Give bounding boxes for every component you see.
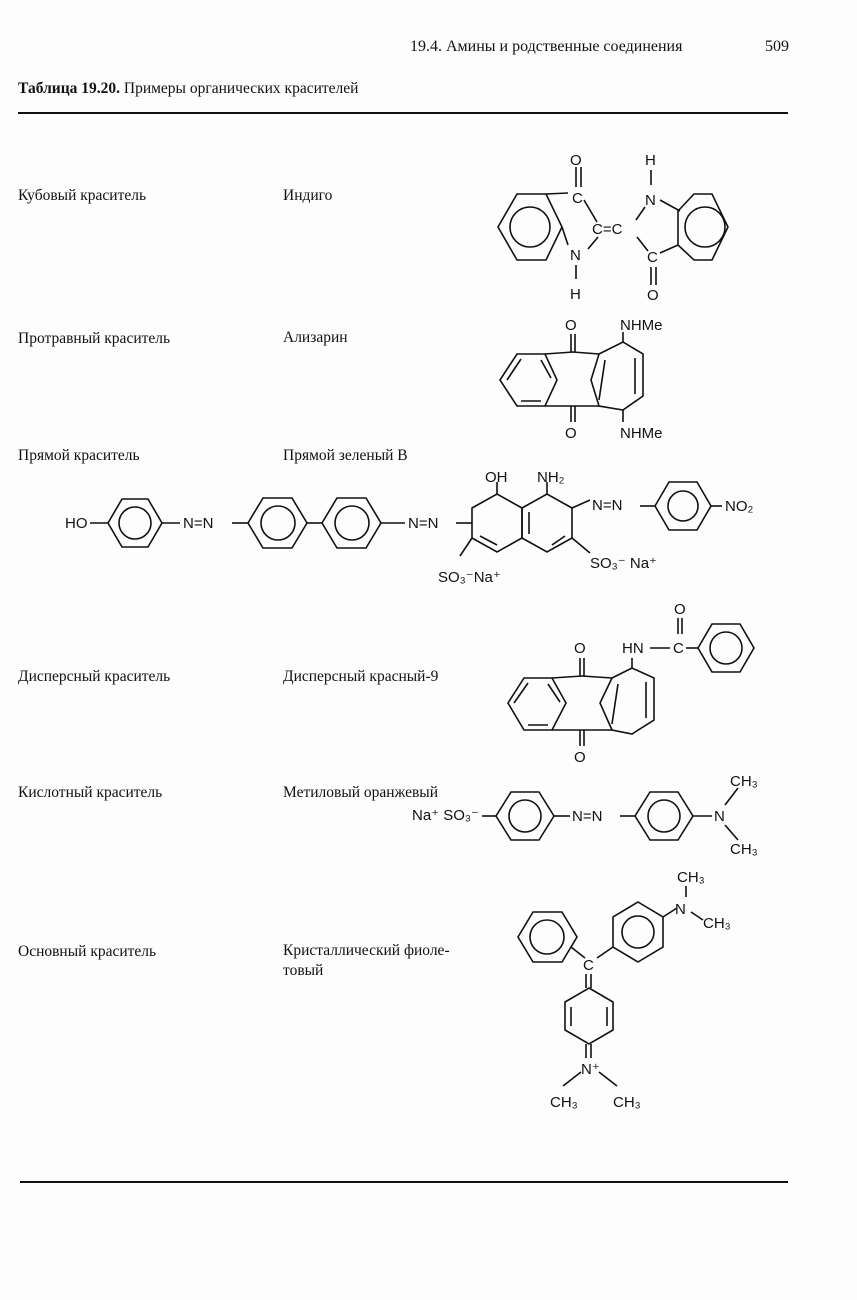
indigo-c3: C (647, 249, 658, 266)
dg-azo1: N=N (183, 515, 213, 532)
dg-azo3: N=N (592, 497, 622, 514)
dr-o-carbonyl: O (674, 601, 686, 618)
disperse-red-structure: O HN C O O (507, 601, 755, 766)
mo-ch3-bottom: CH₃ (730, 841, 758, 858)
indigo-n2: N (645, 192, 656, 209)
benzene-ring-left (497, 193, 563, 261)
alizarin-nhme-bottom: NHMe (620, 425, 663, 442)
indigo-c-eq-c: C=C (592, 221, 623, 238)
dye-type-disperse: Дисперсный краситель (18, 668, 171, 685)
alizarin-o2: O (565, 425, 577, 442)
dye-name-crystal-violet-line2: товый (283, 962, 324, 979)
dr-o-top: O (574, 640, 586, 657)
cv-ch3-bottom-left: CH₃ (550, 1094, 578, 1111)
dg-so3na-left: SO₃⁻Na⁺ (438, 569, 501, 586)
alizarin-o1: O (565, 317, 577, 334)
mo-na-so3: Na⁺ SO₃⁻ (412, 807, 479, 824)
cv-ch3-top: CH₃ (677, 869, 705, 886)
mo-azo: N=N (572, 808, 602, 825)
table-caption-number: Таблица 19.20. (18, 80, 120, 97)
dg-ho: HO (65, 515, 88, 532)
dye-type-vat: Кубовый краситель (18, 187, 147, 204)
alizarin-nhme-top: NHMe (620, 317, 663, 334)
indigo-c1: C (572, 190, 583, 207)
direct-green-structure: HO N=N N=N OH NH₂ N=N NO₂ SO₃⁻Na⁺ SO₃⁻ N… (65, 469, 754, 586)
dg-nh2: NH₂ (537, 469, 565, 486)
dye-type-acid: Кислотный краситель (18, 784, 163, 801)
table-top-rule (18, 112, 788, 114)
indigo-h1: H (570, 286, 581, 303)
crystal-violet-structure: C N CH₃ CH₃ N⁺ CH₃ CH₃ (517, 869, 731, 1111)
mo-n: N (714, 808, 725, 825)
table-bottom-rule (20, 1181, 788, 1183)
dye-name-indigo: Индиго (283, 187, 333, 204)
dye-name-methyl-orange: Метиловый оранжевый (283, 784, 438, 801)
cv-n-plus: N⁺ (581, 1061, 600, 1078)
dye-name-alizarin: Ализарин (283, 329, 348, 346)
running-header-title: 19.4. Амины и родственные соединения (410, 38, 683, 55)
dye-type-mordant: Протравный краситель (18, 330, 171, 347)
indigo-o2: O (647, 287, 659, 304)
dr-c: C (673, 640, 684, 657)
indigo-n1: N (570, 247, 581, 264)
dye-type-direct: Прямой краситель (18, 447, 140, 464)
mo-ch3-top: CH₃ (730, 773, 758, 790)
cv-central-c: C (583, 957, 594, 974)
cv-ch3-bottom-right: CH₃ (613, 1094, 641, 1111)
table-caption-text: Примеры органических красителей (123, 80, 359, 97)
dg-oh: OH (485, 469, 508, 486)
page-number: 509 (765, 38, 789, 55)
dr-o-bottom: O (574, 749, 586, 766)
indigo-o1: O (570, 152, 582, 169)
dg-no2: NO₂ (725, 498, 754, 515)
indigo-structure: C O C=C N H H N C O (497, 152, 729, 304)
dye-name-crystal-violet-line1: Кристаллический фиоле- (283, 942, 450, 959)
dr-hn: HN (622, 640, 644, 657)
cv-ch3-right: CH₃ (703, 915, 731, 932)
dg-azo2: N=N (408, 515, 438, 532)
methyl-orange-structure: Na⁺ SO₃⁻ N=N N CH₃ CH₃ (412, 773, 758, 858)
dye-name-direct-green: Прямой зеленый В (283, 447, 408, 464)
cv-n-top: N (675, 901, 686, 918)
dg-so3na-right: SO₃⁻ Na⁺ (590, 555, 657, 572)
dye-type-basic: Основный краситель (18, 943, 157, 960)
alizarin-structure: O O NHMe NHMe (499, 317, 663, 442)
indigo-h2: H (645, 152, 656, 169)
benzene-ring-right (677, 193, 729, 261)
table-caption: Таблица 19.20. Примеры органических крас… (18, 80, 358, 98)
dye-name-disperse-red: Дисперсный красный-9 (283, 668, 439, 685)
